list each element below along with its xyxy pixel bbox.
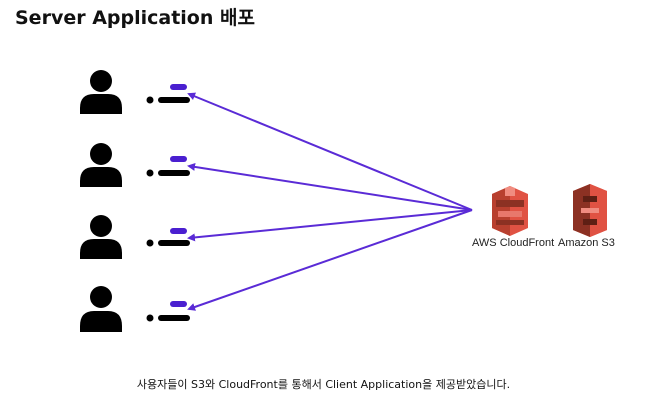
user-icon bbox=[80, 70, 122, 114]
s3-label: Amazon S3 bbox=[558, 237, 615, 249]
arrow-to-user-1 bbox=[187, 92, 473, 211]
delivery-arrows bbox=[187, 92, 473, 311]
client-device-icon bbox=[146, 156, 190, 177]
arrow-to-user-4 bbox=[187, 209, 473, 311]
page-title: Server Application 배포 bbox=[15, 7, 255, 29]
client-device-icon bbox=[146, 84, 190, 104]
client-device-icon bbox=[146, 301, 190, 322]
user-4 bbox=[80, 286, 190, 332]
arrow-to-user-2 bbox=[187, 162, 473, 211]
s3-icon bbox=[573, 184, 607, 237]
user-2 bbox=[80, 143, 190, 187]
user-icon bbox=[80, 143, 122, 187]
user-1 bbox=[80, 70, 190, 114]
cloudfront-label: AWS CloudFront bbox=[472, 237, 554, 249]
user-3 bbox=[80, 215, 190, 259]
client-device-icon bbox=[146, 228, 190, 247]
diagram-caption: 사용자들이 S3와 CloudFront를 통해서 Client Applica… bbox=[136, 378, 511, 391]
arrow-to-user-3 bbox=[187, 209, 473, 242]
user-icon bbox=[80, 215, 122, 259]
user-icon bbox=[80, 286, 122, 332]
cloudfront-icon bbox=[492, 186, 528, 236]
